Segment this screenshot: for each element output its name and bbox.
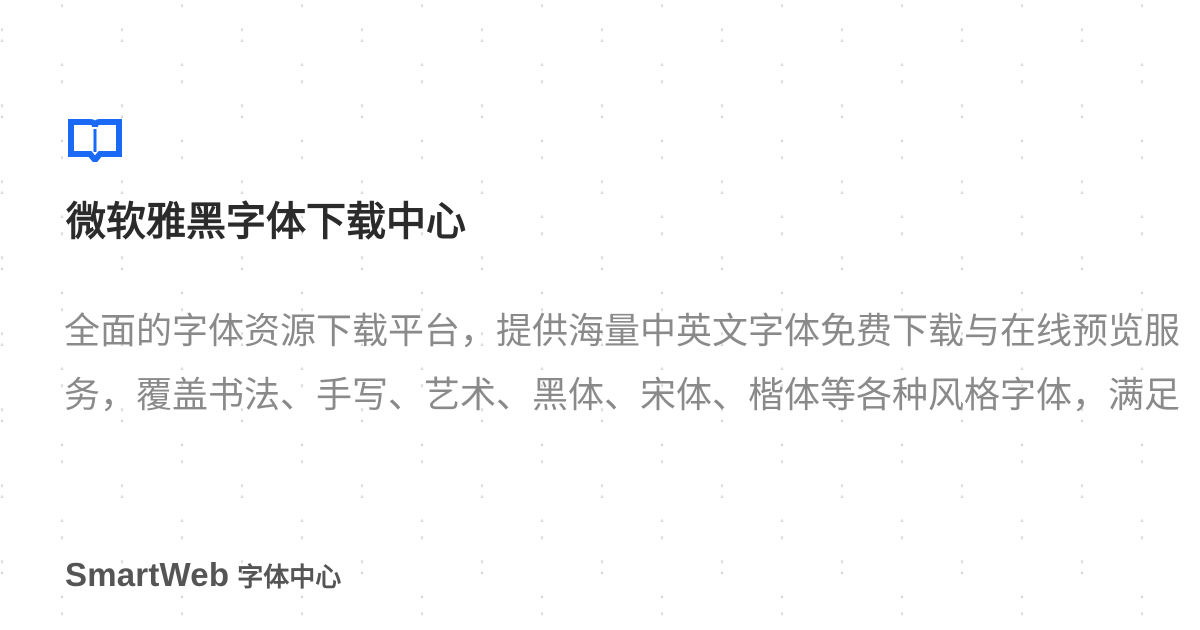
page-description: 全面的字体资源下载平台，提供海量中英文字体免费下载与在线预览服务，覆盖书法、手写… bbox=[64, 311, 1181, 416]
book-icon bbox=[68, 119, 122, 162]
brand-suffix: 字体中心 bbox=[237, 563, 342, 593]
page-title: 微软雅黑字体下载中心 bbox=[66, 199, 466, 245]
brand-name: SmartWeb bbox=[65, 556, 230, 593]
site-brand: SmartWeb 字体中心 bbox=[65, 554, 341, 599]
